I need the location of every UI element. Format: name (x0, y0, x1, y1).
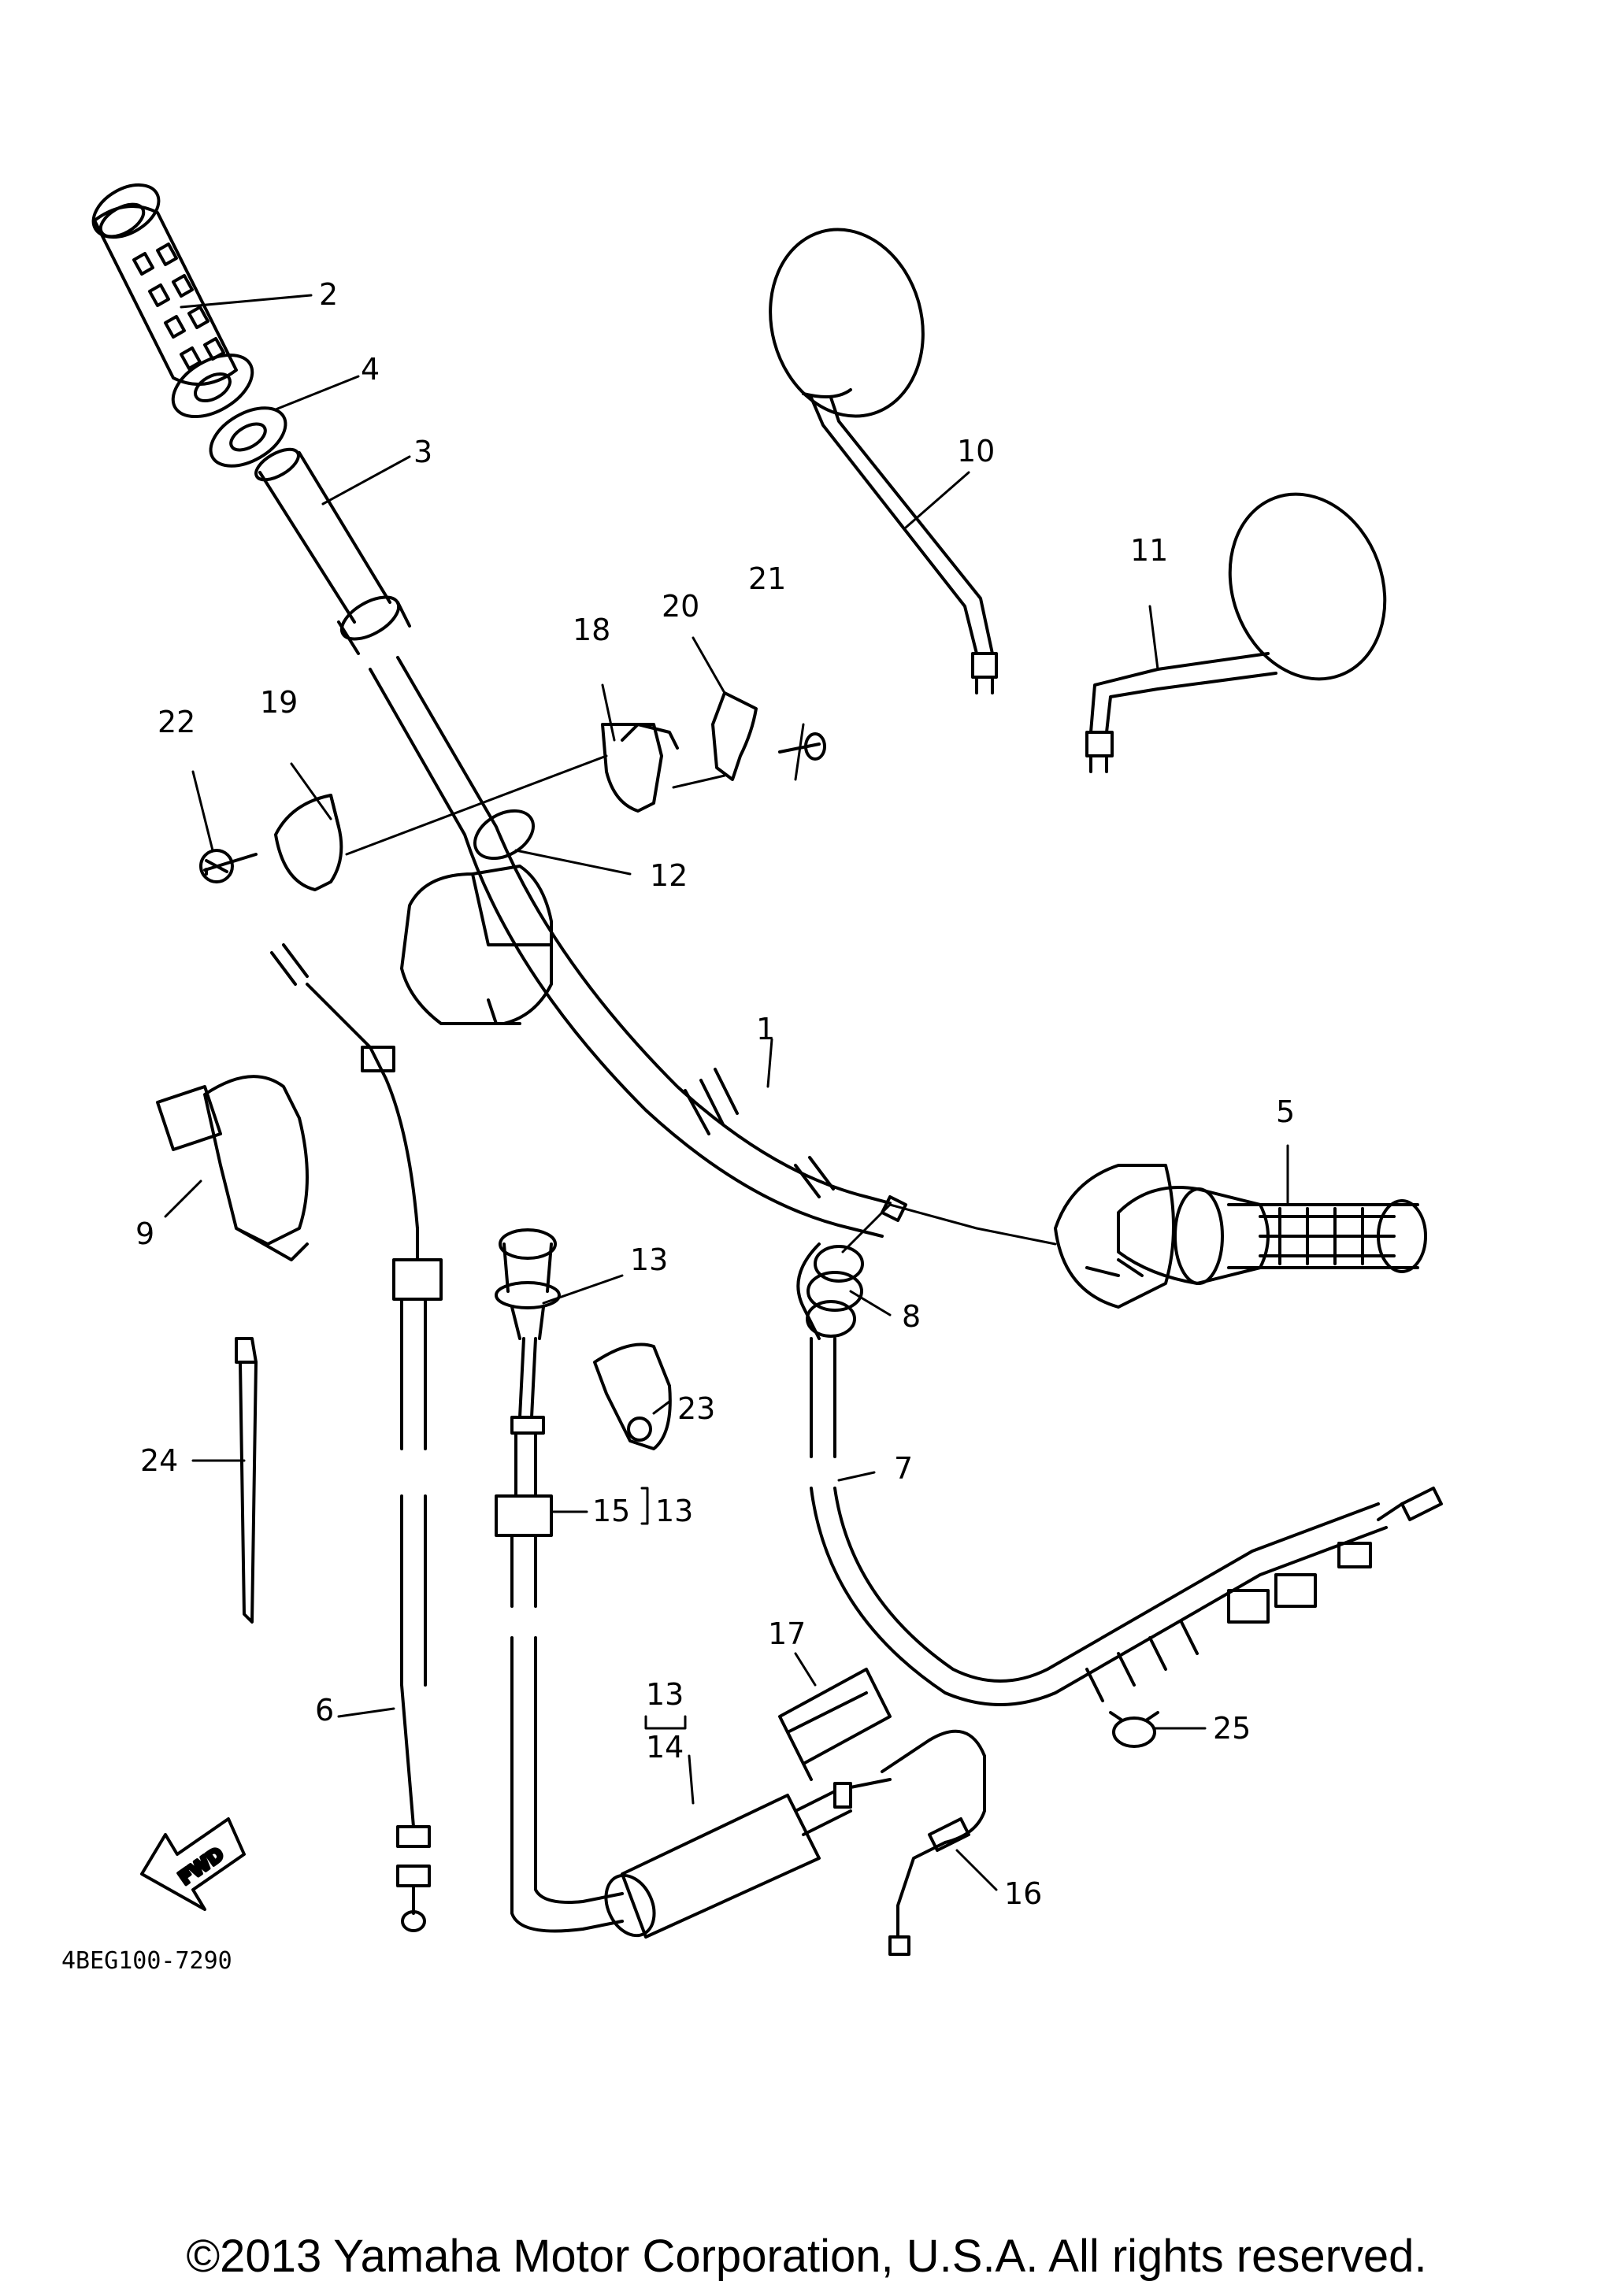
callout-15: 15 (592, 1494, 630, 1528)
cable-holder (593, 1342, 672, 1450)
callout-12: 12 (650, 858, 688, 893)
callout-19: 19 (260, 685, 298, 720)
cable (881, 1729, 986, 1956)
callout-13c: 13 (646, 1677, 684, 1712)
starter-plunger (604, 1778, 892, 1939)
callouts: 2 4 3 10 11 21 20 18 19 22 12 1 5 8 7 9 … (61, 277, 1295, 1975)
callout-24: 24 (140, 1443, 178, 1478)
clutch-cable (270, 943, 443, 1932)
callout-14: 14 (646, 1730, 684, 1765)
callout-5: 5 (1276, 1094, 1295, 1129)
callout-13a: 13 (630, 1242, 668, 1277)
washer (209, 406, 287, 468)
callout-3: 3 (413, 435, 432, 469)
left-grip (91, 183, 254, 419)
callout-17: 17 (768, 1616, 806, 1651)
callout-7: 7 (894, 1451, 913, 1486)
cable-tie (235, 1337, 258, 1624)
callout-8: 8 (902, 1299, 921, 1334)
callout-10: 10 (957, 434, 995, 468)
callout-16: 16 (1004, 1876, 1042, 1911)
callout-6: 6 (315, 1693, 334, 1728)
callout-4: 4 (361, 352, 380, 387)
copyright-notice: ©2013 Yamaha Motor Corporation, U.S.A. A… (186, 2231, 1427, 2282)
right-switch-housing (1054, 1164, 1175, 1309)
starter-cable (495, 1228, 624, 1933)
plunger-holder (778, 1668, 892, 1781)
throttle-grip (254, 447, 411, 655)
callout-11: 11 (1130, 533, 1168, 568)
throttle-housing (400, 809, 553, 1025)
callout-1: 1 (756, 1012, 775, 1046)
callout-2: 2 (319, 277, 338, 312)
clip (1109, 1711, 1159, 1748)
mirror-left (769, 228, 998, 694)
callout-18: 18 (573, 613, 610, 647)
callout-21: 21 (748, 561, 786, 596)
right-grip (1117, 1186, 1427, 1285)
callout-9: 9 (135, 1217, 154, 1251)
callout-13b: 13 (655, 1494, 693, 1528)
callout-22: 22 (158, 705, 195, 739)
fwd-arrow: FWD (140, 1817, 246, 1911)
cable-set (796, 1242, 1443, 1706)
callout-23: 23 (677, 1391, 715, 1426)
throttle-wire (841, 1195, 1057, 1254)
clutch-lever-holder (156, 1075, 309, 1261)
callout-20: 20 (662, 589, 699, 624)
mirror-right (1085, 492, 1387, 773)
handlebar (369, 656, 892, 1238)
leader-lines (164, 294, 1289, 1891)
diagram-code: 4BEG100-7290 (61, 1947, 232, 1975)
callout-25: 25 (1213, 1711, 1251, 1746)
